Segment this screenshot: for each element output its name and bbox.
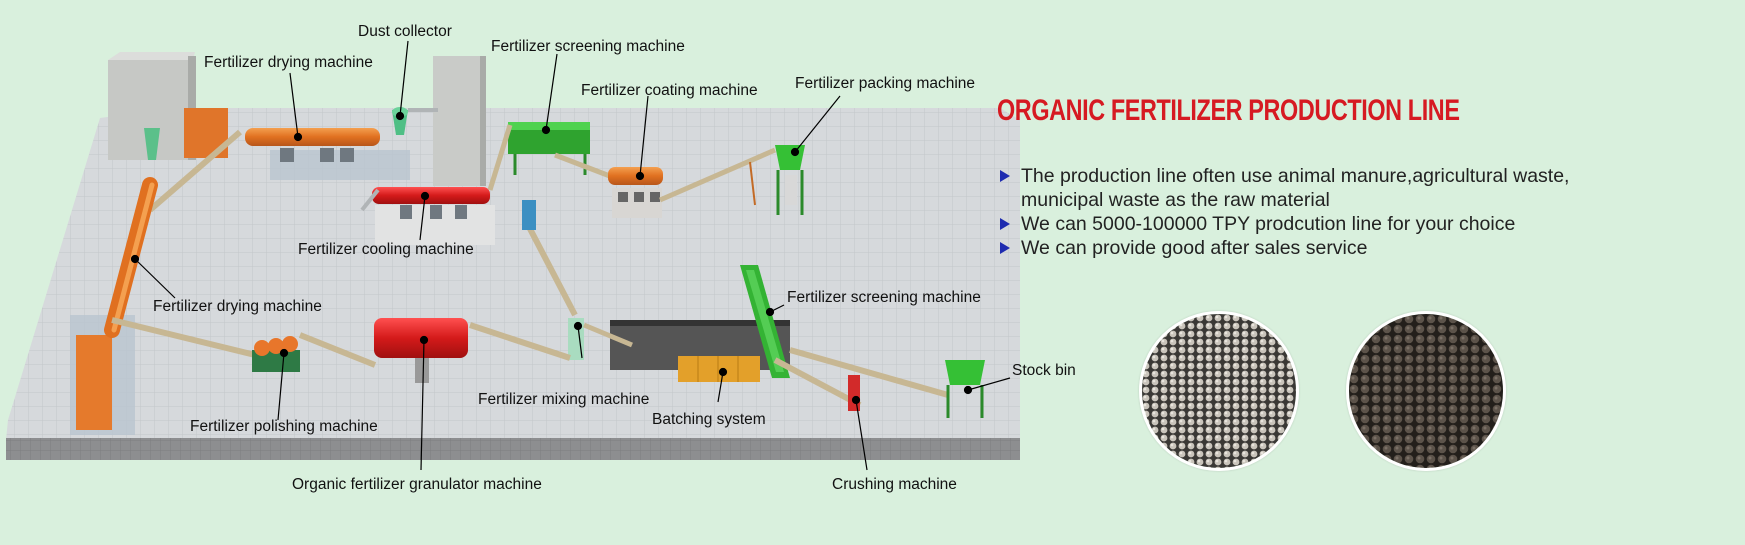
label-dust-collector: Dust collector	[358, 23, 452, 40]
batching-system	[678, 356, 760, 382]
label-packing-machine: Fertilizer packing machine	[795, 75, 976, 92]
label-drying-machine-top: Fertilizer drying machine	[204, 54, 373, 71]
screening-machine-right	[740, 265, 790, 378]
building-right	[433, 56, 486, 186]
crushing-machine	[848, 375, 860, 411]
label-coating-machine: Fertilizer coating machine	[581, 82, 758, 99]
triangle-bullet-icon	[1000, 218, 1010, 230]
label-cooling-machine: Fertilizer cooling machine	[298, 241, 474, 258]
leader-lines	[130, 40, 1011, 471]
page-title: ORGANIC FERTILIZER PRODUCTION LINE	[997, 94, 1460, 127]
chain-crusher	[522, 200, 536, 230]
label-crushing-machine: Crushing machine	[832, 476, 957, 493]
sample-light-granules-image	[1139, 311, 1299, 471]
sample-dark-granules-image	[1346, 311, 1506, 471]
polishing-machine	[252, 336, 300, 372]
drying-drum-top	[245, 128, 380, 162]
feature-list: The production line often use animal man…	[998, 164, 1591, 260]
label-screening-machine-right: Fertilizer screening machine	[787, 289, 981, 306]
cooling-drum	[372, 187, 490, 219]
hot-air-furnace	[76, 335, 112, 430]
triangle-bullet-icon	[1000, 170, 1010, 182]
label-stock-bin: Stock bin	[1012, 362, 1076, 379]
label-drying-machine-left: Fertilizer drying machine	[153, 298, 322, 315]
packing-machine	[775, 145, 805, 215]
label-batching-system: Batching system	[652, 411, 766, 428]
label-granulator-machine: Organic fertilizer granulator machine	[292, 476, 542, 493]
label-mixing-machine: Fertilizer mixing machine	[478, 391, 650, 408]
label-screening-machine-top: Fertilizer screening machine	[491, 38, 685, 55]
coating-machine	[608, 167, 663, 218]
label-polishing-machine: Fertilizer polishing machine	[190, 418, 378, 435]
feature-item: We can 5000-100000 TPY prodcution line f…	[998, 212, 1591, 236]
triangle-bullet-icon	[1000, 242, 1010, 254]
stock-bin	[945, 360, 985, 418]
feature-item: We can provide good after sales service	[998, 236, 1591, 260]
feature-item: The production line often use animal man…	[998, 164, 1591, 212]
